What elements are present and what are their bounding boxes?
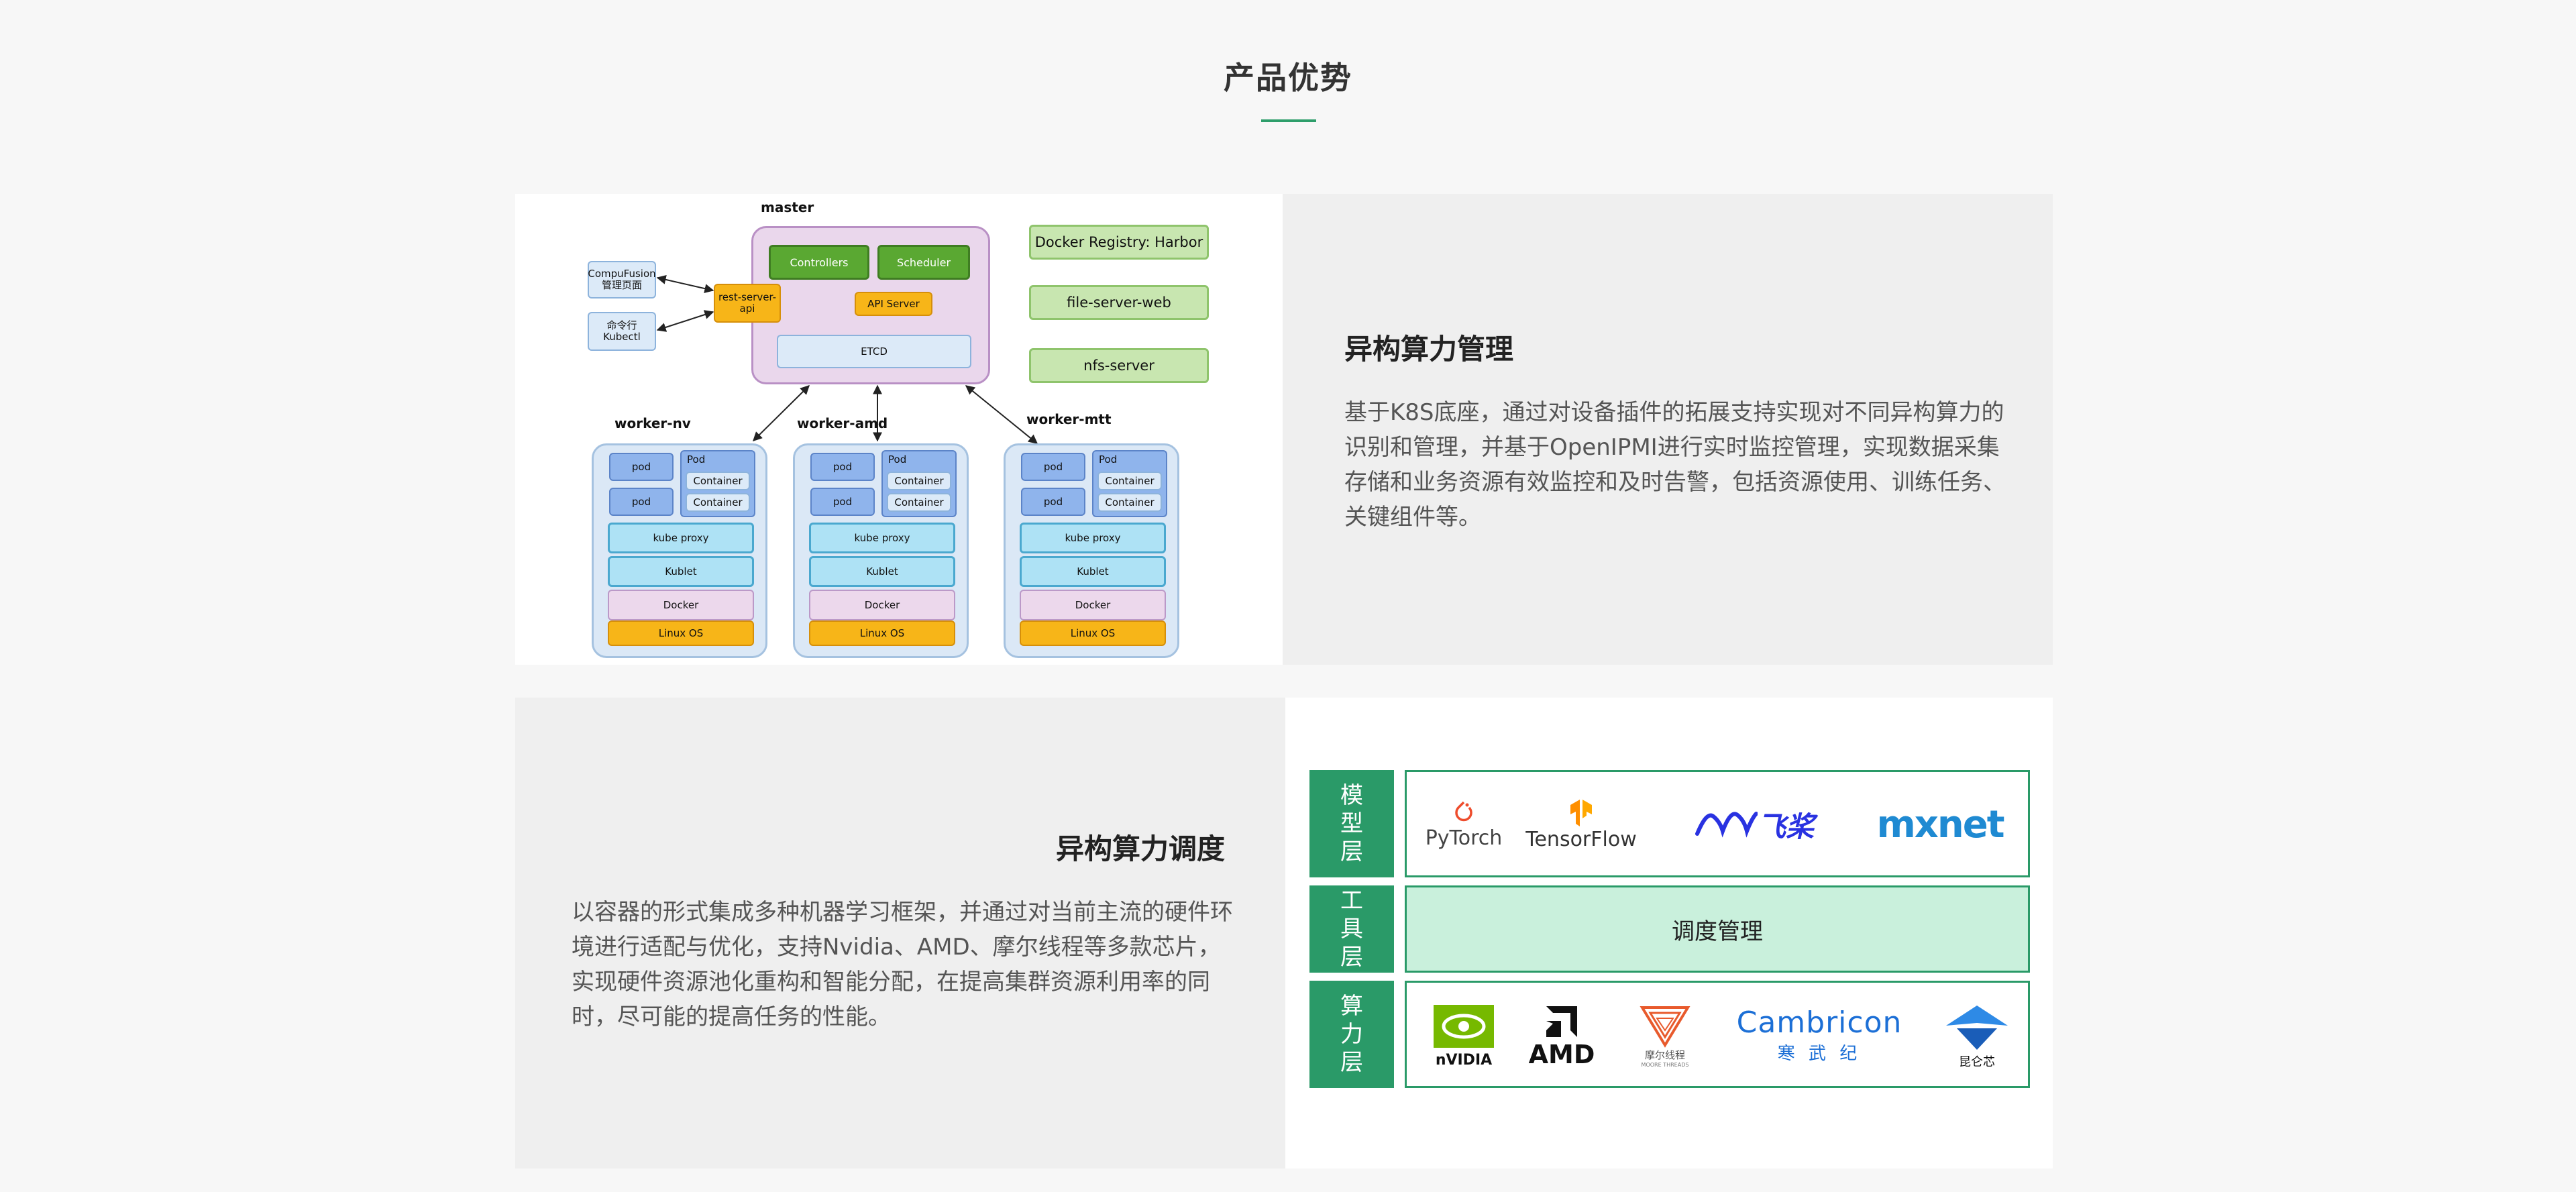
pytorch-icon: [1455, 801, 1472, 821]
model-layer-box: PyTorch TensorFlow 飞桨 mxnet: [1405, 770, 2030, 877]
feature-text-panel: 异构算力管理 基于K8S底座，通过对设备插件的拓展支持实现对不同异构算力的识别和…: [1283, 194, 2053, 665]
pod-box: pod: [810, 488, 875, 516]
container-box: Container: [1097, 472, 1162, 490]
layer-char: 力: [1340, 1021, 1363, 1048]
layered-stack-diagram: 模 型 层 PyTorch TensorFlow: [1285, 698, 2053, 1169]
pod-box: pod: [609, 488, 674, 516]
kublet-box: Kublet: [608, 556, 754, 587]
kunlun-icon: [1946, 1006, 2008, 1050]
master-label: master: [761, 199, 814, 215]
kublet-box: Kublet: [809, 556, 955, 587]
pod-box: pod: [609, 453, 674, 481]
moore-threads-name: 摩尔线程: [1644, 1049, 1685, 1061]
pod-box: pod: [810, 453, 875, 481]
kublet-box: Kublet: [1020, 556, 1166, 587]
rest-server-box: rest-server-api: [714, 284, 781, 323]
cambricon-logo: Cambricon 寒 武 纪: [1737, 1003, 1902, 1067]
docker-box: Docker: [608, 590, 754, 620]
file-server-box: file-server-web: [1029, 285, 1209, 320]
kube-proxy-box: kube proxy: [809, 523, 955, 553]
cambricon-cn: 寒 武 纪: [1777, 1044, 1862, 1064]
nvidia-icon: [1434, 1004, 1494, 1048]
linux-os-box: Linux OS: [608, 620, 754, 646]
etcd-box: ETCD: [777, 335, 971, 368]
layer-char: 工: [1340, 887, 1363, 914]
feature-card-management: master Controllers Scheduler rest-server…: [515, 194, 2053, 665]
tensorflow-logo: TensorFlow: [1525, 792, 1637, 857]
registry-box: Docker Registry: Harbor: [1029, 225, 1209, 260]
paddle-icon: [1695, 812, 1758, 838]
amd-logo: AMD: [1525, 999, 1599, 1074]
docker-box: Docker: [1020, 590, 1166, 620]
section-title: 产品优势: [1224, 60, 1352, 96]
layer-char: 层: [1340, 944, 1363, 971]
client-web-box: CompuFusion管理页面: [588, 261, 656, 299]
layer-char: 模: [1340, 782, 1363, 809]
api-server-box: API Server: [855, 292, 932, 316]
container-box: Container: [887, 493, 951, 512]
layer-char: 层: [1340, 1049, 1363, 1076]
feature-description: 基于K8S底座，通过对设备插件的拓展支持实现对不同异构算力的识别和管理，并基于O…: [1344, 399, 2006, 531]
controllers-box: Controllers: [769, 245, 869, 280]
moore-threads-en: MOORE THREADS: [1641, 1062, 1689, 1068]
section-title-underline: [1261, 119, 1316, 122]
layer-char: 算: [1340, 993, 1363, 1020]
tensorflow-name: TensorFlow: [1525, 827, 1637, 851]
moore-threads-logo: 摩尔线程 MOORE THREADS: [1621, 996, 1709, 1075]
compute-layer-header: 算 力 层: [1309, 981, 1394, 1088]
pytorch-logo: PyTorch: [1425, 792, 1503, 857]
nfs-server-box: nfs-server: [1029, 348, 1209, 383]
cambricon-name: Cambricon: [1736, 1006, 1902, 1040]
container-box: Container: [1097, 493, 1162, 512]
worker-label: worker-nv: [614, 415, 691, 431]
tool-layer-box: 调度管理: [1405, 885, 2030, 973]
feature-title: 异构算力调度: [1055, 832, 1225, 865]
feature-description: 以容器的形式集成多种机器学习框架，并通过对当前主流的硬件环境进行适配与优化，支持…: [572, 899, 1233, 1030]
pytorch-name: PyTorch: [1425, 826, 1503, 850]
moore-threads-icon: [1640, 1006, 1690, 1048]
paddle-logo: 飞桨: [1683, 799, 1824, 850]
kunlun-name: 昆仑芯: [1959, 1055, 1995, 1069]
architecture-diagram: master Controllers Scheduler rest-server…: [515, 194, 1283, 665]
amd-name: AMD: [1528, 1040, 1595, 1069]
kube-proxy-box: kube proxy: [1020, 523, 1166, 553]
pod-box: pod: [1021, 488, 1085, 516]
tensorflow-icon: [1570, 799, 1592, 826]
feature-card-scheduling: 异构算力调度 以容器的形式集成多种机器学习框架，并通过对当前主流的硬件环境进行适…: [515, 698, 2053, 1169]
kunlun-logo: 昆仑芯: [1937, 999, 2017, 1074]
docker-box: Docker: [809, 590, 955, 620]
layer-char: 层: [1340, 838, 1363, 865]
kube-proxy-box: kube proxy: [608, 523, 754, 553]
linux-os-box: Linux OS: [809, 620, 955, 646]
layer-char: 具: [1340, 916, 1363, 942]
container-box: Container: [887, 472, 951, 490]
amd-icon: [1546, 1006, 1577, 1037]
client-cli-box: 命令行Kubectl: [588, 312, 656, 351]
tool-layer-header: 工 具 层: [1309, 885, 1394, 973]
paddle-name: 飞桨: [1757, 810, 1814, 843]
mxnet-logo: mxnet: [1870, 799, 2010, 850]
nvidia-logo: nVIDIA: [1427, 999, 1501, 1074]
container-box: Container: [686, 472, 750, 490]
feature-text-panel: 异构算力调度 以容器的形式集成多种机器学习框架，并通过对当前主流的硬件环境进行适…: [515, 698, 1285, 1169]
nvidia-name: nVIDIA: [1435, 1051, 1493, 1069]
container-box: Container: [686, 493, 750, 512]
scheduling-label: 调度管理: [1672, 918, 1763, 945]
compute-layer-box: nVIDIA AMD 摩尔线程 MOORE THREADS Cambr: [1405, 981, 2030, 1088]
worker-label: worker-amd: [797, 415, 888, 431]
worker-label: worker-mtt: [1026, 411, 1112, 427]
model-layer-header: 模 型 层: [1309, 770, 1394, 877]
pod-box: pod: [1021, 453, 1085, 481]
linux-os-box: Linux OS: [1020, 620, 1166, 646]
layer-char: 型: [1340, 810, 1363, 837]
mxnet-name: mxnet: [1876, 802, 2004, 847]
feature-title: 异构算力管理: [1344, 333, 1514, 366]
scheduler-box: Scheduler: [877, 245, 970, 280]
